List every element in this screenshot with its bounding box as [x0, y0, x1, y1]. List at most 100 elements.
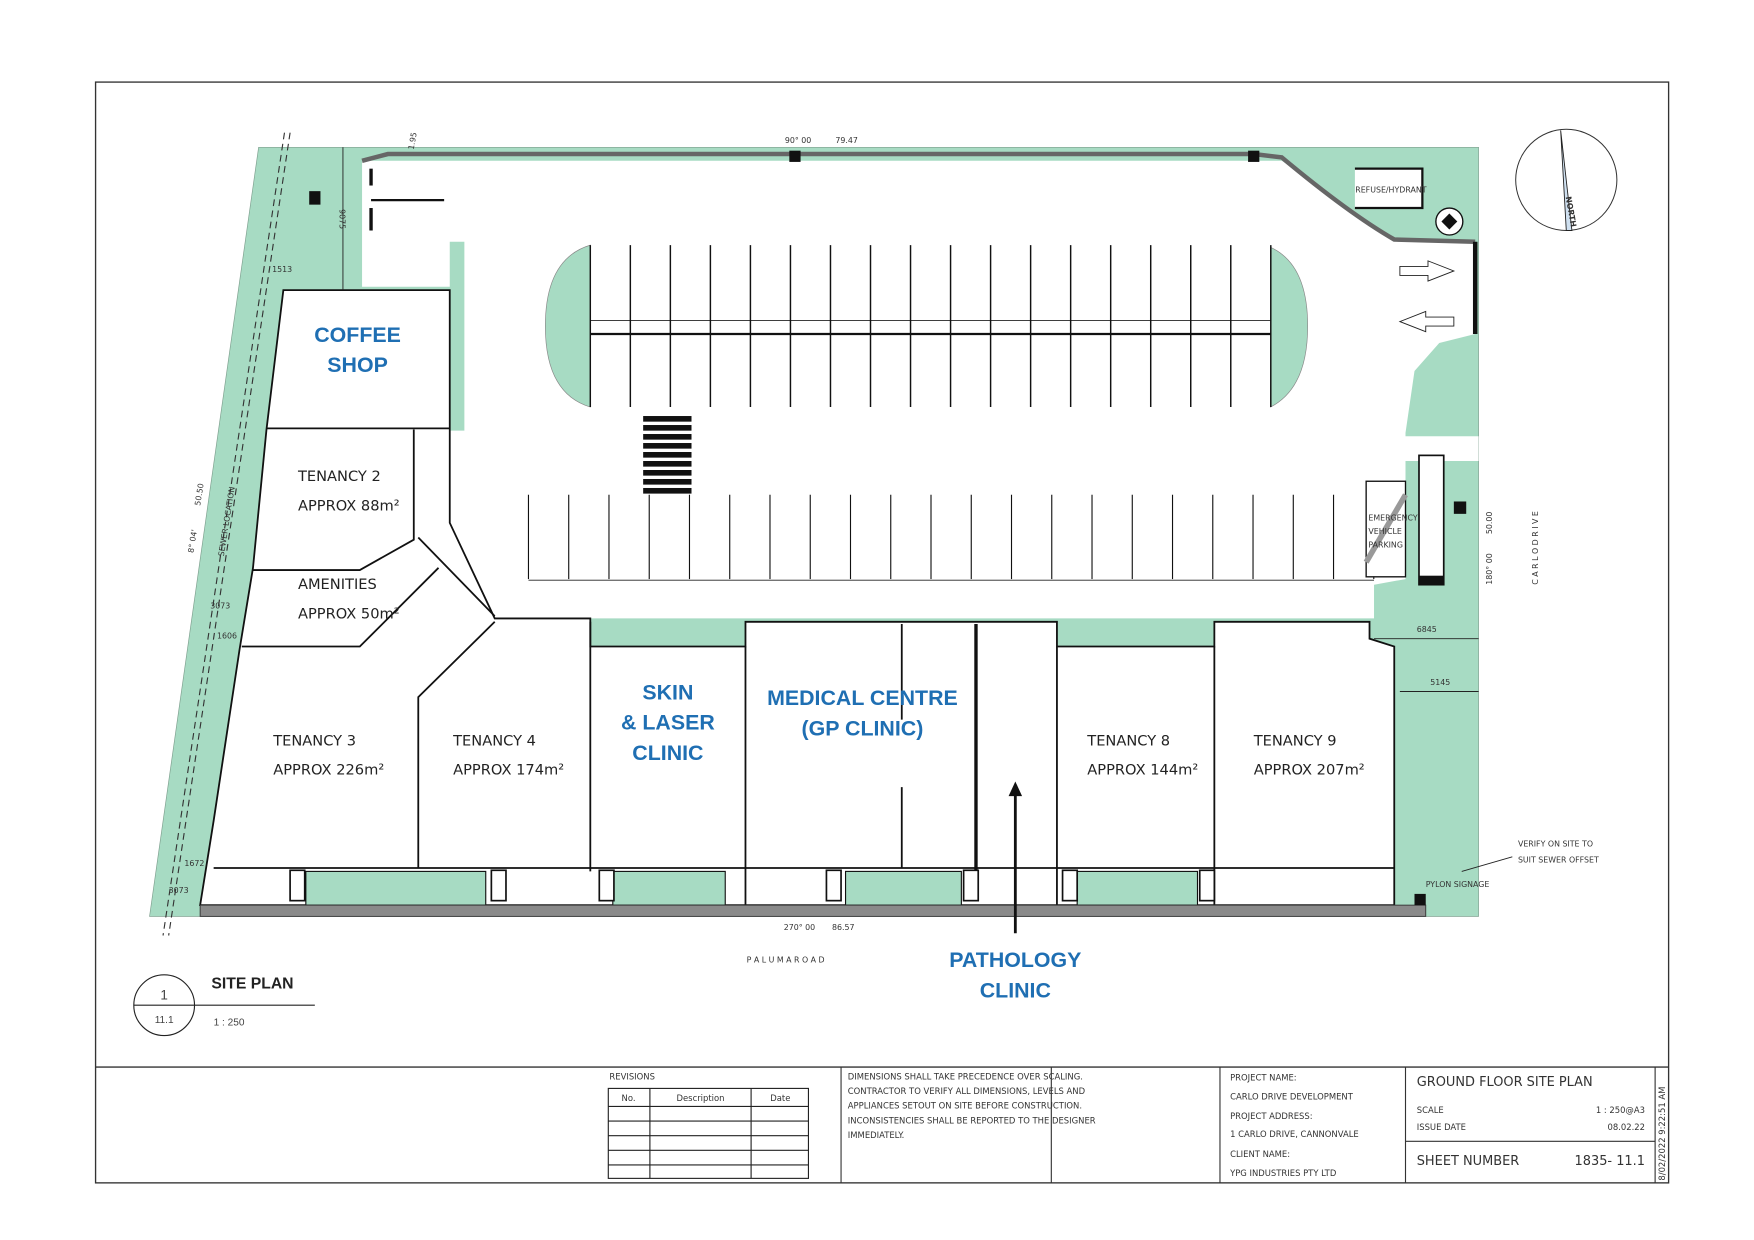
- bin-enclosure: [1061, 869, 1079, 902]
- title-block: [95, 1066, 1669, 1183]
- pylon-signage-label: PYLON SIGNAGE: [1426, 880, 1490, 889]
- medical-centre-label: MEDICAL CENTRE(GP CLINIC): [767, 686, 958, 740]
- dim-1672: 1672: [184, 859, 204, 868]
- dim-1606: 1606: [217, 632, 237, 641]
- sewer-line: [168, 132, 291, 936]
- north-arrow-icon: [1560, 130, 1573, 231]
- dim-3073-bottom: 3073: [169, 886, 189, 895]
- bin-enclosures: [289, 869, 1216, 902]
- planter: [612, 870, 726, 906]
- planter: [305, 870, 487, 906]
- zebra-stripe: [643, 434, 692, 440]
- bin-enclosure: [289, 869, 306, 902]
- dim-3073-top: 3073: [210, 601, 230, 610]
- dim-6845: 6845: [1417, 625, 1437, 634]
- paluma-road-label: P A L U M A R O A D: [747, 955, 825, 964]
- column-marker: [789, 150, 801, 162]
- planter: [844, 870, 962, 906]
- plot-timestamp: 8/02/2022 9:22:51 AM: [1657, 1087, 1667, 1181]
- sewer-line: [162, 132, 286, 936]
- parking-bays-top: [589, 245, 1272, 408]
- view-title: SITE PLAN: [211, 975, 293, 992]
- landscape-island-right: [1270, 246, 1309, 408]
- hydrant-symbol: [1441, 213, 1458, 230]
- arrow-in-icon: [1399, 260, 1456, 282]
- arrow-head-icon: [1008, 781, 1023, 797]
- left-bearing: 8° 04': [186, 529, 199, 554]
- sheet-frame: [94, 81, 1670, 1184]
- revisions-label: REVISIONS: [609, 1071, 655, 1081]
- scale-value: 1 : 250@A3: [1596, 1105, 1645, 1115]
- landscape-island-left: [544, 244, 591, 408]
- zebra-stripe: [643, 443, 692, 449]
- building-footprint: [199, 289, 1396, 907]
- bottom-bearing: 270° 00: [784, 923, 815, 932]
- revisions-header-no: No.: [622, 1093, 636, 1103]
- issue-date-value: 08.02.22: [1607, 1122, 1645, 1132]
- general-notes: DIMENSIONS SHALL TAKE PRECEDENCE OVER SC…: [848, 1071, 1096, 1139]
- zebra-stripe: [643, 416, 692, 422]
- dim-5145: 5145: [1430, 678, 1450, 687]
- zebra-stripe: [643, 469, 692, 476]
- bin-enclosure: [962, 869, 980, 902]
- sheet-number-value: 1835- 11.1: [1575, 1154, 1645, 1169]
- road-boundary-wall: [199, 904, 1427, 917]
- zebra-stripe: [643, 461, 692, 467]
- right-bearing: 180° 00: [1485, 553, 1494, 584]
- parking-bays-bottom: [527, 494, 1375, 580]
- bin-enclosure: [490, 869, 507, 902]
- revisions-header-date: Date: [770, 1093, 790, 1103]
- pedestrian-crossing: [643, 416, 692, 494]
- dim-1513: 1513: [272, 265, 292, 274]
- interior-walls: [213, 427, 1395, 906]
- zebra-stripe: [643, 478, 692, 485]
- bin-enclosure: [825, 869, 842, 902]
- pylon-structure: [1418, 454, 1445, 586]
- drawing-title: GROUND FLOOR SITE PLAN: [1417, 1075, 1593, 1090]
- pit-marker: [309, 191, 321, 205]
- column-marker: [1248, 150, 1260, 162]
- refuse-enclosure: [1354, 167, 1424, 210]
- dim-9075: 9075: [338, 209, 347, 229]
- refuse-hydrant-label: REFUSE/HYDRANT: [1355, 185, 1426, 194]
- left-distance: 50.50: [193, 483, 205, 507]
- right-distance: 50.00: [1485, 512, 1494, 534]
- zebra-stripe: [643, 425, 692, 431]
- pylon-signage-marker: [1414, 893, 1426, 906]
- hatch: [1363, 493, 1408, 564]
- top-bearing: 90° 00: [785, 136, 811, 145]
- top-distance: 79.47: [835, 136, 858, 145]
- bottom-distance: 86.57: [832, 923, 855, 932]
- revisions-header-description: Description: [677, 1093, 725, 1103]
- pylon-base: [1418, 575, 1444, 585]
- pit-marker: [1453, 501, 1467, 514]
- carlo-drive-label: C A R L O D R I V E: [1531, 511, 1540, 585]
- leader-line: [1461, 856, 1513, 872]
- bin-enclosure: [1198, 869, 1216, 902]
- view-scale: 1 : 250: [214, 1017, 245, 1028]
- view-number: 1: [160, 988, 168, 1003]
- boundary-wall: [361, 151, 1476, 244]
- sheet-number-label: SHEET NUMBER: [1417, 1154, 1520, 1169]
- dim-1-95: 1.95: [407, 132, 419, 151]
- issue-date-label: ISSUE DATE: [1417, 1122, 1466, 1132]
- zebra-stripe: [643, 452, 692, 458]
- zebra-stripe: [643, 487, 692, 494]
- arrow-out-icon: [1398, 310, 1455, 333]
- view-sheet: 11.1: [155, 1015, 174, 1026]
- car-park: [362, 160, 1476, 619]
- bin-enclosure: [598, 869, 615, 902]
